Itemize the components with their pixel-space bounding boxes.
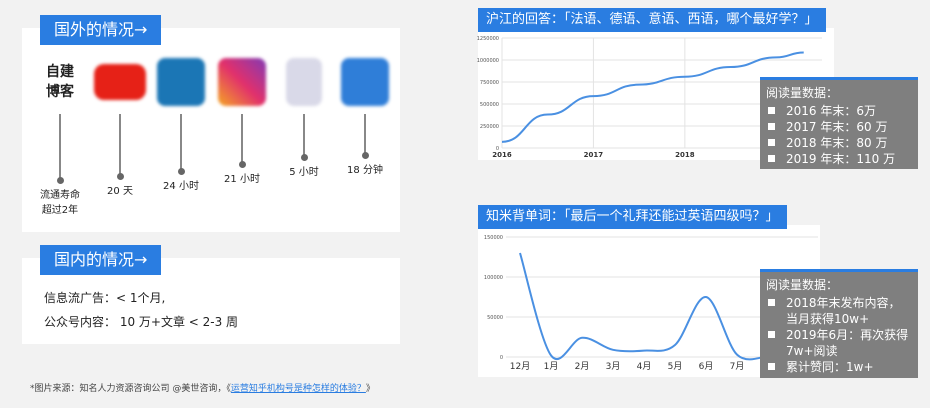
platform-twitter-icon: 5 小时: [278, 58, 330, 218]
chart2-read-item: 累计赞同：1w+: [766, 359, 912, 375]
timeline-stem: [241, 114, 243, 164]
timeline-dot: [177, 168, 185, 175]
timeline-stem: [119, 114, 121, 176]
source-link[interactable]: 运营知乎机构号是种怎样的体验？: [230, 384, 366, 394]
chart2-read-item: 2019年6月：再次获得7w+阅读: [766, 327, 912, 359]
source-suffix: 》: [365, 384, 375, 394]
chart1-read-item: 2016 年末：6万: [766, 103, 912, 119]
facebook-icon: [341, 58, 389, 106]
chart2-ytick: 100000: [484, 275, 503, 281]
platform-instagram-icon: 21 小时: [216, 58, 268, 218]
foreign-panel: [22, 28, 400, 232]
timeline-stem: [59, 114, 61, 180]
timeline-dot: [116, 173, 124, 180]
platform-lifespan-label: 5 小时: [289, 167, 319, 178]
chart2-ytick: 50000: [487, 315, 503, 321]
chart1-ytick: 750000: [480, 80, 499, 86]
chart2-ytick: 0: [500, 355, 503, 361]
platform-lifespan-label: 24 小时: [163, 181, 199, 192]
chart2-title: 知米背单词：「最后一个礼拜还能过英语四级吗？」: [478, 205, 787, 229]
chart2-xtick: 7月: [730, 361, 745, 372]
chart1-read-item: 2018 年末：80 万: [766, 135, 912, 151]
domestic-line-feed-ads: 信息流广告：< 1个月,: [44, 291, 166, 305]
youtube-icon: [94, 64, 146, 100]
instagram-icon: [218, 58, 266, 106]
blog-text: 自建 博客: [46, 64, 74, 100]
chart1-xtick: 2016: [492, 151, 512, 159]
platform-linkedin-icon: 24 小时: [155, 58, 207, 218]
platform-facebook-icon: 18 分钟: [339, 58, 391, 218]
chart2-xtick: 3月: [606, 361, 621, 372]
chart1-ytick: 500000: [480, 102, 499, 108]
chart2-xtick: 2月: [575, 361, 590, 372]
source-prefix: *图片来源：知名人力资源咨询公司 @美世咨询，《: [30, 384, 231, 394]
domestic-title: 国内的情况→: [40, 245, 162, 275]
platform-lifespan-label: 流通寿命 超过2年: [40, 190, 80, 216]
chart2-read-item: 2018年末发布内容，当月获得10w+: [766, 295, 912, 327]
platform-lifespan-label: 21 小时: [224, 174, 260, 185]
timeline-stem: [180, 114, 182, 171]
timeline-dot: [300, 154, 308, 161]
chart2-read-box-title: 阅读量数据：: [766, 278, 839, 292]
timeline-dot: [238, 161, 246, 168]
timeline-dot: [361, 152, 369, 159]
platform-lifespan-label: 18 分钟: [347, 165, 383, 176]
chart1-ytick: 0: [496, 146, 499, 152]
chart2-xtick: 12月: [510, 361, 530, 372]
chart2-xtick: 1月: [544, 361, 559, 372]
chart1-read-box-title: 阅读量数据：: [766, 86, 839, 100]
chart1-xtick: 2017: [584, 151, 604, 159]
chart2-xtick: 4月: [637, 361, 652, 372]
chart1-ytick: 1000000: [477, 58, 499, 64]
chart1-xtick: 2018: [675, 151, 695, 159]
chart1-title: 沪江的回答：「法语、德语、意语、西语，哪个最好学？」: [478, 8, 826, 32]
chart1-ytick: 1250000: [477, 36, 499, 42]
chart2-read-box: 阅读量数据： 2018年末发布内容，当月获得10w+ 2019年6月：再次获得7…: [760, 269, 918, 378]
twitter-icon: [286, 58, 322, 106]
chart1-read-box: 阅读量数据： 2016 年末：6万 2017 年末：60 万 2018 年末：8…: [760, 77, 918, 169]
linkedin-icon: [157, 58, 205, 106]
chart1-series-line: [501, 51, 804, 143]
platform-lifespan-label: 20 天: [107, 186, 133, 197]
domestic-line-official-account: 公众号内容： 10 万+文章 < 2-3 周: [44, 315, 239, 329]
chart2-xtick: 5月: [668, 361, 683, 372]
platform-blog-text: 自建 博客流通寿命 超过2年: [34, 58, 86, 218]
platform-youtube-icon: 20 天: [94, 58, 146, 218]
chart1-read-item: 2019 年末：110 万: [766, 151, 912, 167]
chart1-ytick: 250000: [480, 124, 499, 130]
chart2-series-line: [519, 252, 769, 361]
chart1-read-item: 2017 年末：60 万: [766, 119, 912, 135]
chart2-ytick: 150000: [484, 235, 503, 241]
foreign-title: 国外的情况→: [40, 15, 162, 45]
timeline-stem: [303, 114, 305, 157]
timeline-dot: [56, 177, 64, 184]
chart2-xtick: 6月: [699, 361, 714, 372]
timeline-stem: [364, 114, 366, 155]
source-note: *图片来源：知名人力资源咨询公司 @美世咨询，《运营知乎机构号是种怎样的体验？》: [30, 381, 375, 394]
